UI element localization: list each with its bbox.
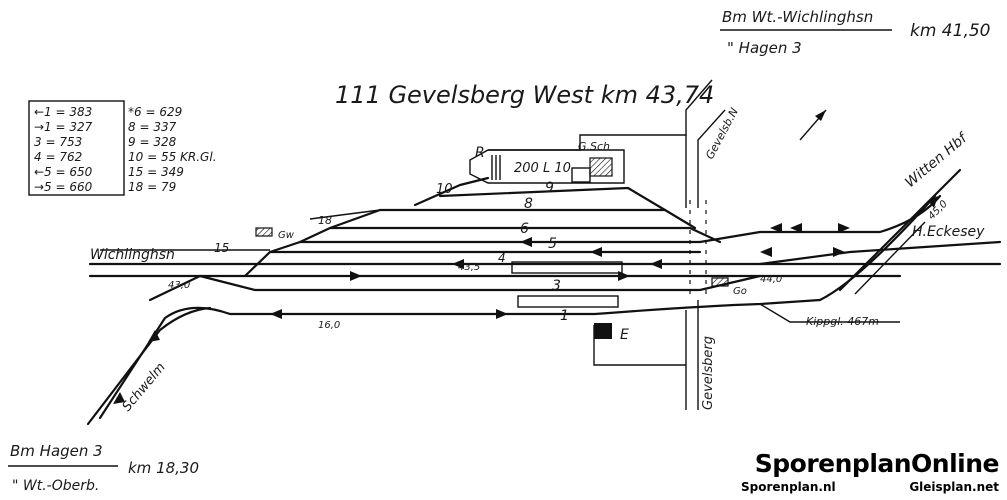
arrow-left-icon xyxy=(270,309,282,319)
label-gw: Gw xyxy=(278,230,295,241)
bottom-left-line2: " Wt.-Oberb. xyxy=(12,478,99,494)
sporenplan-brand: SporenplanOnline Sporenplan.nl Gleisplan… xyxy=(739,449,1000,495)
label-km-46: 16,0 xyxy=(318,320,340,331)
direction-arrows xyxy=(113,196,938,404)
track-9 xyxy=(438,186,667,212)
label-e: E xyxy=(620,327,629,343)
top-right-line1: Bm Wt.-Wichlinghsn xyxy=(722,8,873,26)
track-label-1: 1 xyxy=(560,308,569,324)
brand-link-right[interactable]: Gleisplan.net xyxy=(909,480,999,494)
north-arrow-icon xyxy=(799,109,827,141)
legend-right-4: 15 = 349 xyxy=(128,165,184,179)
brand-link-left[interactable]: Sporenplan.nl xyxy=(741,480,836,494)
label-loco: 200 L 10 xyxy=(514,161,571,176)
label-km-44: 44,0 xyxy=(760,274,782,285)
arrow-left-icon xyxy=(770,223,782,233)
label-gsch: G.Sch xyxy=(578,140,610,153)
gw-shed xyxy=(255,227,273,237)
arrow-right-icon xyxy=(618,271,630,281)
place-labels: Wichlinghsn H.Eckesey Witten Hbf Schwelm… xyxy=(90,106,985,415)
track-8 xyxy=(378,208,697,230)
legend-right-2: 9 = 328 xyxy=(128,135,177,149)
arrow-right-icon xyxy=(496,309,508,319)
legend-right-3: 10 = 55 KR.Gl. xyxy=(128,150,217,164)
label-km-43: 43,0 xyxy=(168,280,190,291)
building-e xyxy=(594,323,612,339)
brand-name: SporenplanOnline xyxy=(754,449,1000,478)
legend-left-5: →5 = 660 xyxy=(34,180,93,194)
track-3 xyxy=(198,274,762,292)
track-18 xyxy=(309,209,381,220)
arrow-left-icon xyxy=(650,259,662,269)
track-label-10: 10 xyxy=(436,182,453,197)
road-upper-right xyxy=(697,109,726,208)
track-label-4: 4 xyxy=(498,251,506,265)
label-go: Go xyxy=(733,286,747,297)
track-label-15: 15 xyxy=(214,241,229,255)
platform-upper xyxy=(511,261,623,274)
track-label-6: 6 xyxy=(520,221,529,237)
arrow-right-icon xyxy=(350,271,362,281)
legend-box xyxy=(28,100,125,196)
track-1 xyxy=(98,194,937,420)
station-buildings: R G.Sch 200 L 10 E Gw Go xyxy=(255,79,747,410)
track-witten-b xyxy=(854,221,926,295)
label-r: R xyxy=(475,145,485,161)
brand-sub: Sporenplan.nl Gleisplan.net xyxy=(739,480,999,494)
header-bottom-left: Bm Hagen 3 " Wt.-Oberb. km 18,30 xyxy=(8,442,199,494)
top-right-line2: " Hagen 3 xyxy=(727,39,802,57)
top-right-km: km 41,50 xyxy=(910,21,990,41)
track-connector-43 xyxy=(148,274,202,302)
bottom-left-line1: Bm Hagen 3 xyxy=(10,442,103,460)
label-gevelsberg-road: Gevelsberg xyxy=(701,336,716,410)
arrow-up-icon xyxy=(928,196,938,208)
legend-right-1: 8 = 337 xyxy=(128,120,177,134)
legend-left-4: ←5 = 650 xyxy=(34,165,93,179)
header-top-right: Bm Wt.-Wichlinghsn " Hagen 3 km 41,50 xyxy=(720,8,990,57)
tracks xyxy=(86,168,1002,426)
legend-left-2: 3 = 753 xyxy=(34,135,82,149)
arrow-left-icon xyxy=(452,259,464,269)
legend-left-0: ←1 = 383 xyxy=(34,105,92,119)
arrow-left-icon xyxy=(790,223,802,233)
label-schwelm: Schwelm xyxy=(120,360,169,414)
track-numbers: 9 8 6 5 4 3 1 10 15 18 xyxy=(214,180,569,324)
station-title: 111 Gevelsberg West km 43,74 xyxy=(335,81,714,109)
goods-shed-hatched xyxy=(589,157,613,177)
track-label-8: 8 xyxy=(524,196,533,212)
track-schwelm-branch xyxy=(86,306,212,426)
track-kippgl xyxy=(759,303,900,323)
label-witten: Witten Hbf xyxy=(902,129,971,191)
building-r xyxy=(469,149,625,184)
arrow-right-icon xyxy=(838,223,850,233)
legend-right-0: *6 = 629 xyxy=(128,105,182,119)
label-kippgl: Kippgl. 467m xyxy=(806,315,879,328)
track-length-legend: ←1 = 383 →1 = 327 3 = 753 4 = 762 ←5 = 6… xyxy=(28,100,217,196)
legend-left-3: 4 = 762 xyxy=(34,150,82,164)
legend-right-5: 18 = 79 xyxy=(128,180,176,194)
arrow-left-icon xyxy=(520,237,532,247)
legend-left-1: →1 = 327 xyxy=(34,120,93,134)
label-km-435: 43,5 xyxy=(458,262,480,273)
track-10 xyxy=(413,176,490,207)
platform-lower xyxy=(517,295,619,308)
track-witten-a xyxy=(838,168,962,292)
label-eckesey: H.Eckesey xyxy=(912,224,985,240)
track-label-5: 5 xyxy=(548,236,557,252)
crossover-west xyxy=(243,208,382,278)
bottom-left-km: km 18,30 xyxy=(128,459,199,477)
arrow-left-icon xyxy=(760,247,772,257)
arrow-down-icon xyxy=(148,330,160,342)
track-label-3: 3 xyxy=(552,278,561,294)
track-label-18: 18 xyxy=(318,214,332,227)
arrow-down-icon xyxy=(113,392,125,404)
label-wichlinghsn: Wichlinghsn xyxy=(90,247,175,263)
track-6 xyxy=(328,226,722,244)
track-label-9: 9 xyxy=(545,180,554,196)
track-eckesey xyxy=(758,240,1002,266)
arrow-left-icon xyxy=(590,247,602,257)
arrow-right-icon xyxy=(833,247,845,257)
track-5 xyxy=(298,194,942,244)
